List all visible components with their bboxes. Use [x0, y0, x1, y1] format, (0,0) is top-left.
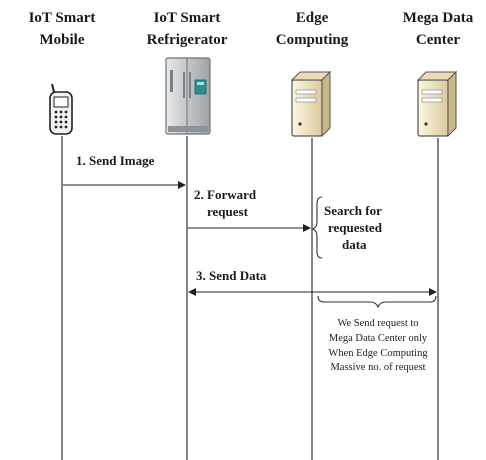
participant-header-edge: Edge Computing [276, 10, 349, 48]
participant-header-mobile: IoT Smart Mobile [29, 10, 96, 48]
participant-edge-line2: Computing [276, 32, 349, 48]
participant-mobile-line2: Mobile [40, 32, 85, 48]
participant-mobile-line1: IoT Smart [29, 10, 96, 26]
edge-search-note: Search for requested data [311, 196, 383, 259]
message-send-image: 1. Send Image [63, 153, 186, 189]
mega-request-brace [317, 295, 437, 309]
mega-note-line1: We Send request to [337, 318, 418, 329]
mega-note-line2: Mega Data Center only [329, 333, 428, 344]
participant-mega-line1: Mega Data [403, 10, 474, 26]
participant-header-mega: Mega Data Center [403, 10, 474, 48]
message-send-data-label: 3. Send Data [196, 268, 267, 283]
edge-note-line3: data [342, 237, 367, 252]
edge-server-icon [290, 70, 332, 138]
mega-server-icon [416, 70, 458, 138]
refrigerator-icon [165, 57, 211, 135]
edge-note-line2: requested [328, 220, 383, 235]
participant-header-fridge: IoT Smart Refrigerator [147, 10, 228, 48]
mega-note-line4: Massive no. of request [330, 362, 425, 373]
edge-note-line1: Search for [324, 203, 382, 218]
smartphone-icon [49, 83, 73, 135]
participant-edge-line1: Edge [296, 10, 329, 26]
message-forward-request-label-line2: request [207, 204, 249, 219]
mega-request-note: We Send request to Mega Data Center only… [317, 295, 437, 373]
message-send-data: 3. Send Data [188, 268, 437, 296]
edge-search-brace [311, 196, 323, 259]
mega-note-line3: When Edge Computing [328, 348, 428, 359]
message-send-image-label: 1. Send Image [76, 153, 155, 168]
participant-mega-line2: Center [416, 32, 460, 48]
participant-fridge-line2: Refrigerator [147, 32, 228, 48]
message-forward-request-label-line1: 2. Forward [194, 187, 257, 202]
participant-fridge-line1: IoT Smart [154, 10, 221, 26]
message-forward-request: 2. Forward request [188, 187, 311, 232]
